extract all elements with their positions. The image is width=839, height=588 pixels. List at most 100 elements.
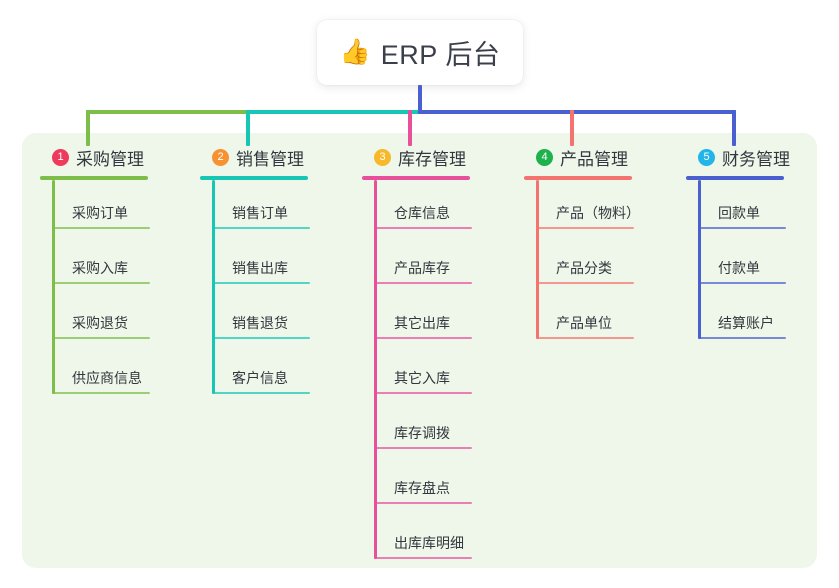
branch-item-label: 结算账户 (718, 315, 774, 331)
branch-stub-5 (732, 110, 736, 146)
branch-header-2[interactable]: 2 销售管理 (200, 145, 350, 169)
branch-header-rule (40, 176, 148, 180)
root-title: ERP 后台 (380, 40, 501, 70)
branch-item-rule (52, 337, 150, 339)
branch-item-rule (212, 227, 310, 229)
branch-column-3: 3 库存管理仓库信息产品库存其它出库其它入库库存调拨库存盘点出库库明细 (362, 145, 512, 565)
branch-title: 库存管理 (398, 149, 466, 169)
branch-header-3[interactable]: 3 库存管理 (362, 145, 512, 169)
branch-item-rule (698, 227, 786, 229)
branch-item[interactable]: 产品库存 (362, 235, 512, 290)
branch-item-rule (374, 557, 472, 559)
branch-title: 采购管理 (76, 149, 144, 169)
branch-items-5: 回款单付款单结算账户 (686, 180, 826, 345)
connector-bar-segment-2 (246, 110, 422, 114)
branch-column-2: 2 销售管理销售订单销售出库销售退货客户信息 (200, 145, 350, 400)
branch-stub-3 (408, 110, 412, 146)
branch-item-rule (52, 282, 150, 284)
branch-item[interactable]: 采购订单 (40, 180, 190, 235)
branch-item-label: 其它入库 (394, 370, 450, 386)
branch-item-label: 产品（物料） (556, 205, 640, 221)
branch-item-rule (374, 392, 472, 394)
branch-spine (698, 180, 701, 339)
branch-item-rule (698, 337, 786, 339)
branch-item-rule (212, 282, 310, 284)
branch-title: 销售管理 (236, 149, 304, 169)
branch-column-4: 4 产品管理产品（物料） 产品分类产品单位 (524, 145, 674, 345)
branch-item-label: 库存调拨 (394, 425, 450, 441)
branch-item[interactable]: 采购入库 (40, 235, 190, 290)
branch-item-label: 销售出库 (232, 260, 288, 276)
branch-item-rule (212, 337, 310, 339)
root-drop-line (418, 85, 422, 114)
branch-item[interactable]: 销售订单 (200, 180, 350, 235)
branch-item[interactable]: 其它出库 (362, 290, 512, 345)
branch-title: 产品管理 (560, 149, 628, 169)
branch-item-rule (698, 282, 786, 284)
branch-number-badge: 1 (52, 148, 69, 166)
branch-column-5: 5 财务管理回款单付款单结算账户 (686, 145, 826, 345)
branch-number-badge: 5 (698, 148, 715, 166)
branch-item[interactable]: 产品分类 (524, 235, 674, 290)
branch-item-label: 客户信息 (232, 370, 288, 386)
branch-item-label: 产品库存 (394, 260, 450, 276)
branch-item-label: 仓库信息 (394, 205, 450, 221)
branch-header-rule (686, 176, 784, 180)
branch-header-rule (362, 176, 470, 180)
branch-item[interactable]: 销售出库 (200, 235, 350, 290)
branch-column-1: 1 采购管理采购订单采购入库采购退货供应商信息 (40, 145, 190, 400)
branch-header-rule (524, 176, 632, 180)
branch-header-5[interactable]: 5 财务管理 (686, 145, 826, 169)
root-node[interactable]: 👍 ERP 后台 (317, 20, 523, 85)
branch-item[interactable]: 销售退货 (200, 290, 350, 345)
branch-item[interactable]: 库存盘点 (362, 455, 512, 510)
branch-item-rule (374, 227, 472, 229)
branch-spine (536, 180, 539, 339)
branch-item-label: 销售退货 (232, 315, 288, 331)
branch-spine (52, 180, 55, 394)
branch-item-rule (374, 502, 472, 504)
branch-item-rule (374, 337, 472, 339)
branch-item-label: 付款单 (718, 260, 760, 276)
branch-items-1: 采购订单采购入库采购退货供应商信息 (40, 180, 190, 400)
branch-item[interactable]: 产品单位 (524, 290, 674, 345)
branch-item-rule (536, 227, 634, 229)
branch-stub-4 (570, 110, 574, 146)
branch-item-label: 供应商信息 (72, 370, 142, 386)
branch-item-label: 其它出库 (394, 315, 450, 331)
branch-header-4[interactable]: 4 产品管理 (524, 145, 674, 169)
connector-bar-segment-1 (86, 110, 250, 114)
branch-stub-1 (86, 110, 90, 146)
branch-item[interactable]: 库存调拨 (362, 400, 512, 455)
branch-item-rule (52, 392, 150, 394)
branch-items-3: 仓库信息产品库存其它出库其它入库库存调拨库存盘点出库库明细 (362, 180, 512, 565)
branch-number-badge: 3 (374, 148, 391, 166)
branch-number-badge: 2 (212, 148, 229, 166)
branch-item[interactable]: 结算账户 (686, 290, 826, 345)
branch-item[interactable]: 供应商信息 (40, 345, 190, 400)
branch-item[interactable]: 出库库明细 (362, 510, 512, 565)
branch-header-1[interactable]: 1 采购管理 (40, 145, 190, 169)
branch-number-badge: 4 (536, 148, 553, 166)
branch-item-label: 采购退货 (72, 315, 128, 331)
branch-items-4: 产品（物料） 产品分类产品单位 (524, 180, 674, 345)
branch-item[interactable]: 付款单 (686, 235, 826, 290)
branch-item-rule (52, 227, 150, 229)
branch-item-label: 产品分类 (556, 260, 612, 276)
branch-spine (212, 180, 215, 394)
branch-item-rule (536, 282, 634, 284)
branch-item[interactable]: 采购退货 (40, 290, 190, 345)
branch-item-rule (536, 337, 634, 339)
connector-bar-segment-3 (418, 110, 736, 114)
branch-title: 财务管理 (722, 149, 790, 169)
branch-item-label: 产品单位 (556, 315, 612, 331)
branch-item[interactable]: 仓库信息 (362, 180, 512, 235)
branch-item-rule (374, 282, 472, 284)
branch-item[interactable]: 客户信息 (200, 345, 350, 400)
branch-item-rule (374, 447, 472, 449)
branch-item[interactable]: 其它入库 (362, 345, 512, 400)
branch-item[interactable]: 回款单 (686, 180, 826, 235)
branch-item-label: 库存盘点 (394, 480, 450, 496)
branch-item[interactable]: 产品（物料） (524, 180, 674, 235)
